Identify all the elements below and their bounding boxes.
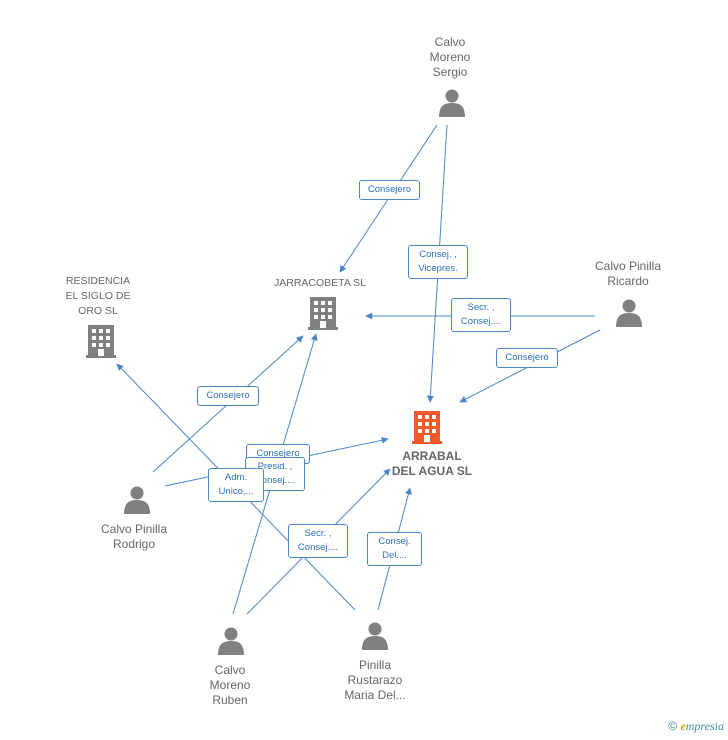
building-icon-arrabal[interactable]	[412, 411, 442, 444]
node-label-arrabal[interactable]: ARRABAL DEL AGUA SL	[391, 449, 473, 478]
person-icon-ruben[interactable]	[218, 627, 244, 656]
copyright-icon: ©	[668, 719, 678, 733]
person-icon-ricardo[interactable]	[616, 299, 642, 328]
footer-watermark: © empresia	[668, 719, 724, 734]
brand-logo: empresia	[680, 719, 724, 733]
person-icon-rodrigo[interactable]	[124, 486, 150, 515]
building-icon-residencia[interactable]	[86, 325, 116, 358]
edge-label-ruben-residencia[interactable]: Adm. Unico,...	[208, 468, 264, 502]
building-icon-jarracobeta[interactable]	[308, 297, 338, 330]
edge-label-ricardo-jarracobeta[interactable]: Secr. , Consej....	[451, 298, 511, 332]
edge-label-sergio-jarracobeta[interactable]: Consejero	[359, 180, 420, 200]
node-label-maria[interactable]: Pinilla Rustarazo Maria Del...	[344, 658, 406, 702]
edge-label-ruben-arrabal[interactable]: Secr. , Consej....	[288, 524, 348, 558]
person-icon-maria[interactable]	[362, 622, 388, 651]
node-label-ricardo[interactable]: Calvo Pinilla Ricardo	[594, 259, 662, 288]
edge-label-rodrigo-jarracobeta[interactable]: Consejero	[197, 386, 259, 406]
edge-label-ricardo-arrabal[interactable]: Consejero	[496, 348, 558, 368]
node-label-residencia[interactable]: RESIDENCIA EL SIGLO DE ORO SL	[65, 275, 131, 317]
node-label-sergio[interactable]: Calvo Moreno Sergio	[429, 35, 471, 79]
node-label-jarracobeta[interactable]: JARRACOBETA SL	[274, 277, 366, 289]
person-icon-sergio[interactable]	[439, 89, 465, 118]
edge-label-sergio-arrabal[interactable]: Consej. , Vicepres.	[408, 245, 468, 279]
node-label-rodrigo[interactable]: Calvo Pinilla Rodrigo	[100, 522, 168, 551]
node-label-ruben[interactable]: Calvo Moreno Ruben	[209, 663, 251, 707]
edge-label-maria-arrabal[interactable]: Consej. Del....	[367, 532, 422, 566]
